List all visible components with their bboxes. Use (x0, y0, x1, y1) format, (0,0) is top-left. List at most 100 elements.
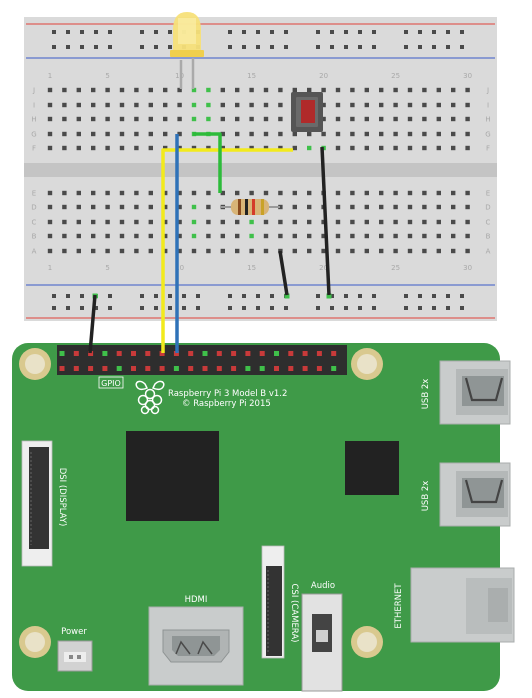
breadboard-hole (436, 116, 441, 122)
rail-hole (94, 30, 98, 34)
breadboard-hole (393, 248, 398, 254)
breadboard-hole (407, 116, 413, 122)
breadboard-hole (119, 204, 125, 210)
push-button (291, 92, 323, 132)
gpio-pin (316, 351, 322, 356)
rail-hole (358, 294, 362, 298)
rail-hole (140, 294, 144, 298)
breadboard-hole (177, 204, 182, 210)
breadboard-hole (307, 87, 312, 93)
breadboard-hole (263, 190, 269, 196)
gpio-pin (331, 366, 337, 371)
column-number: 1 (48, 72, 52, 80)
rail-hole (358, 45, 362, 49)
breadboard-hole (407, 131, 413, 137)
usb-label-lower: USB 2x (421, 481, 431, 512)
breadboard-hole (465, 102, 470, 108)
breadboard-hole (292, 248, 297, 254)
breadboard-hole (47, 145, 53, 151)
rail-hole-active (284, 293, 290, 299)
breadboard-hole (263, 248, 269, 254)
breadboard-hole (105, 145, 110, 151)
breadboard-hole (379, 204, 384, 210)
breadboard-hole (465, 190, 470, 196)
rail-hole (242, 45, 246, 49)
breadboard-hole (321, 131, 326, 137)
breadboard-hole (393, 219, 398, 225)
gpio-header (57, 345, 347, 375)
breadboard-hole (76, 131, 81, 137)
rail-hole (284, 306, 288, 310)
column-number: 30 (463, 264, 472, 272)
rail-hole (404, 294, 408, 298)
gpio-pin (188, 351, 194, 356)
row-letter: B (486, 233, 491, 241)
row-letter: F (486, 145, 490, 153)
rail-hole (316, 306, 320, 310)
wire-black-button (320, 146, 331, 296)
breadboard-hole (206, 190, 211, 196)
rail-hole (168, 45, 172, 49)
breadboard-hole (249, 131, 254, 137)
breadboard-hole (278, 204, 283, 210)
breadboard-hole (451, 219, 456, 225)
gpio-pin (288, 366, 294, 371)
row-letter: I (33, 102, 35, 110)
breadboard-hole (407, 190, 413, 196)
breadboard-hole (47, 233, 53, 239)
column-number: 25 (391, 264, 400, 272)
breadboard-hole (191, 102, 197, 108)
breadboard-hole (191, 116, 197, 122)
breadboard-hole (350, 87, 355, 93)
gpio-pin (216, 351, 222, 356)
breadboard-hole (206, 116, 211, 122)
column-number: 10 (175, 72, 184, 80)
breadboard-hole (393, 102, 398, 108)
breadboard-hole (278, 116, 283, 122)
wire-yellow (161, 148, 293, 353)
breadboard-hole (422, 219, 427, 225)
breadboard-hole (235, 190, 240, 196)
breadboard-hole (422, 145, 427, 151)
rail-hole (460, 294, 464, 298)
breadboard-hole (220, 219, 225, 225)
breadboard-hole (465, 145, 470, 151)
breadboard-hole (119, 248, 125, 254)
breadboard-hole (191, 145, 197, 151)
breadboard-hole (249, 190, 254, 196)
mounting-hole (351, 626, 383, 658)
breadboard-hole (91, 87, 96, 93)
breadboard-hole (177, 102, 182, 108)
rail-hole (52, 30, 56, 34)
breadboard-hole (105, 87, 110, 93)
breadboard-hole (335, 116, 341, 122)
gpio-pin (173, 366, 179, 371)
breadboard-hole (220, 233, 225, 239)
row-letter: G (485, 131, 490, 139)
gpio-pin (73, 351, 79, 356)
breadboard-hole (451, 190, 456, 196)
gpio-pin (274, 366, 279, 371)
breadboard-hole (177, 131, 182, 137)
breadboard-hole (422, 131, 427, 137)
breadboard-hole (465, 204, 470, 210)
breadboard-hole (321, 219, 326, 225)
usb-port-upper (439, 360, 511, 425)
rail-hole (256, 30, 260, 34)
breadboard-hole (119, 102, 125, 108)
breadboard-hole (47, 248, 53, 254)
breadboard-hole (206, 102, 211, 108)
breadboard-hole (335, 87, 341, 93)
rail-hole (372, 45, 376, 49)
rail-hole (256, 45, 260, 49)
breadboard-hole (407, 233, 413, 239)
breadboard-hole (62, 102, 67, 108)
breadboard-hole (335, 190, 341, 196)
breadboard-hole (220, 131, 225, 137)
breadboard-hole (393, 87, 398, 93)
rail-hole (460, 30, 464, 34)
breadboard-hole (119, 233, 125, 239)
mounting-hole (351, 348, 383, 380)
